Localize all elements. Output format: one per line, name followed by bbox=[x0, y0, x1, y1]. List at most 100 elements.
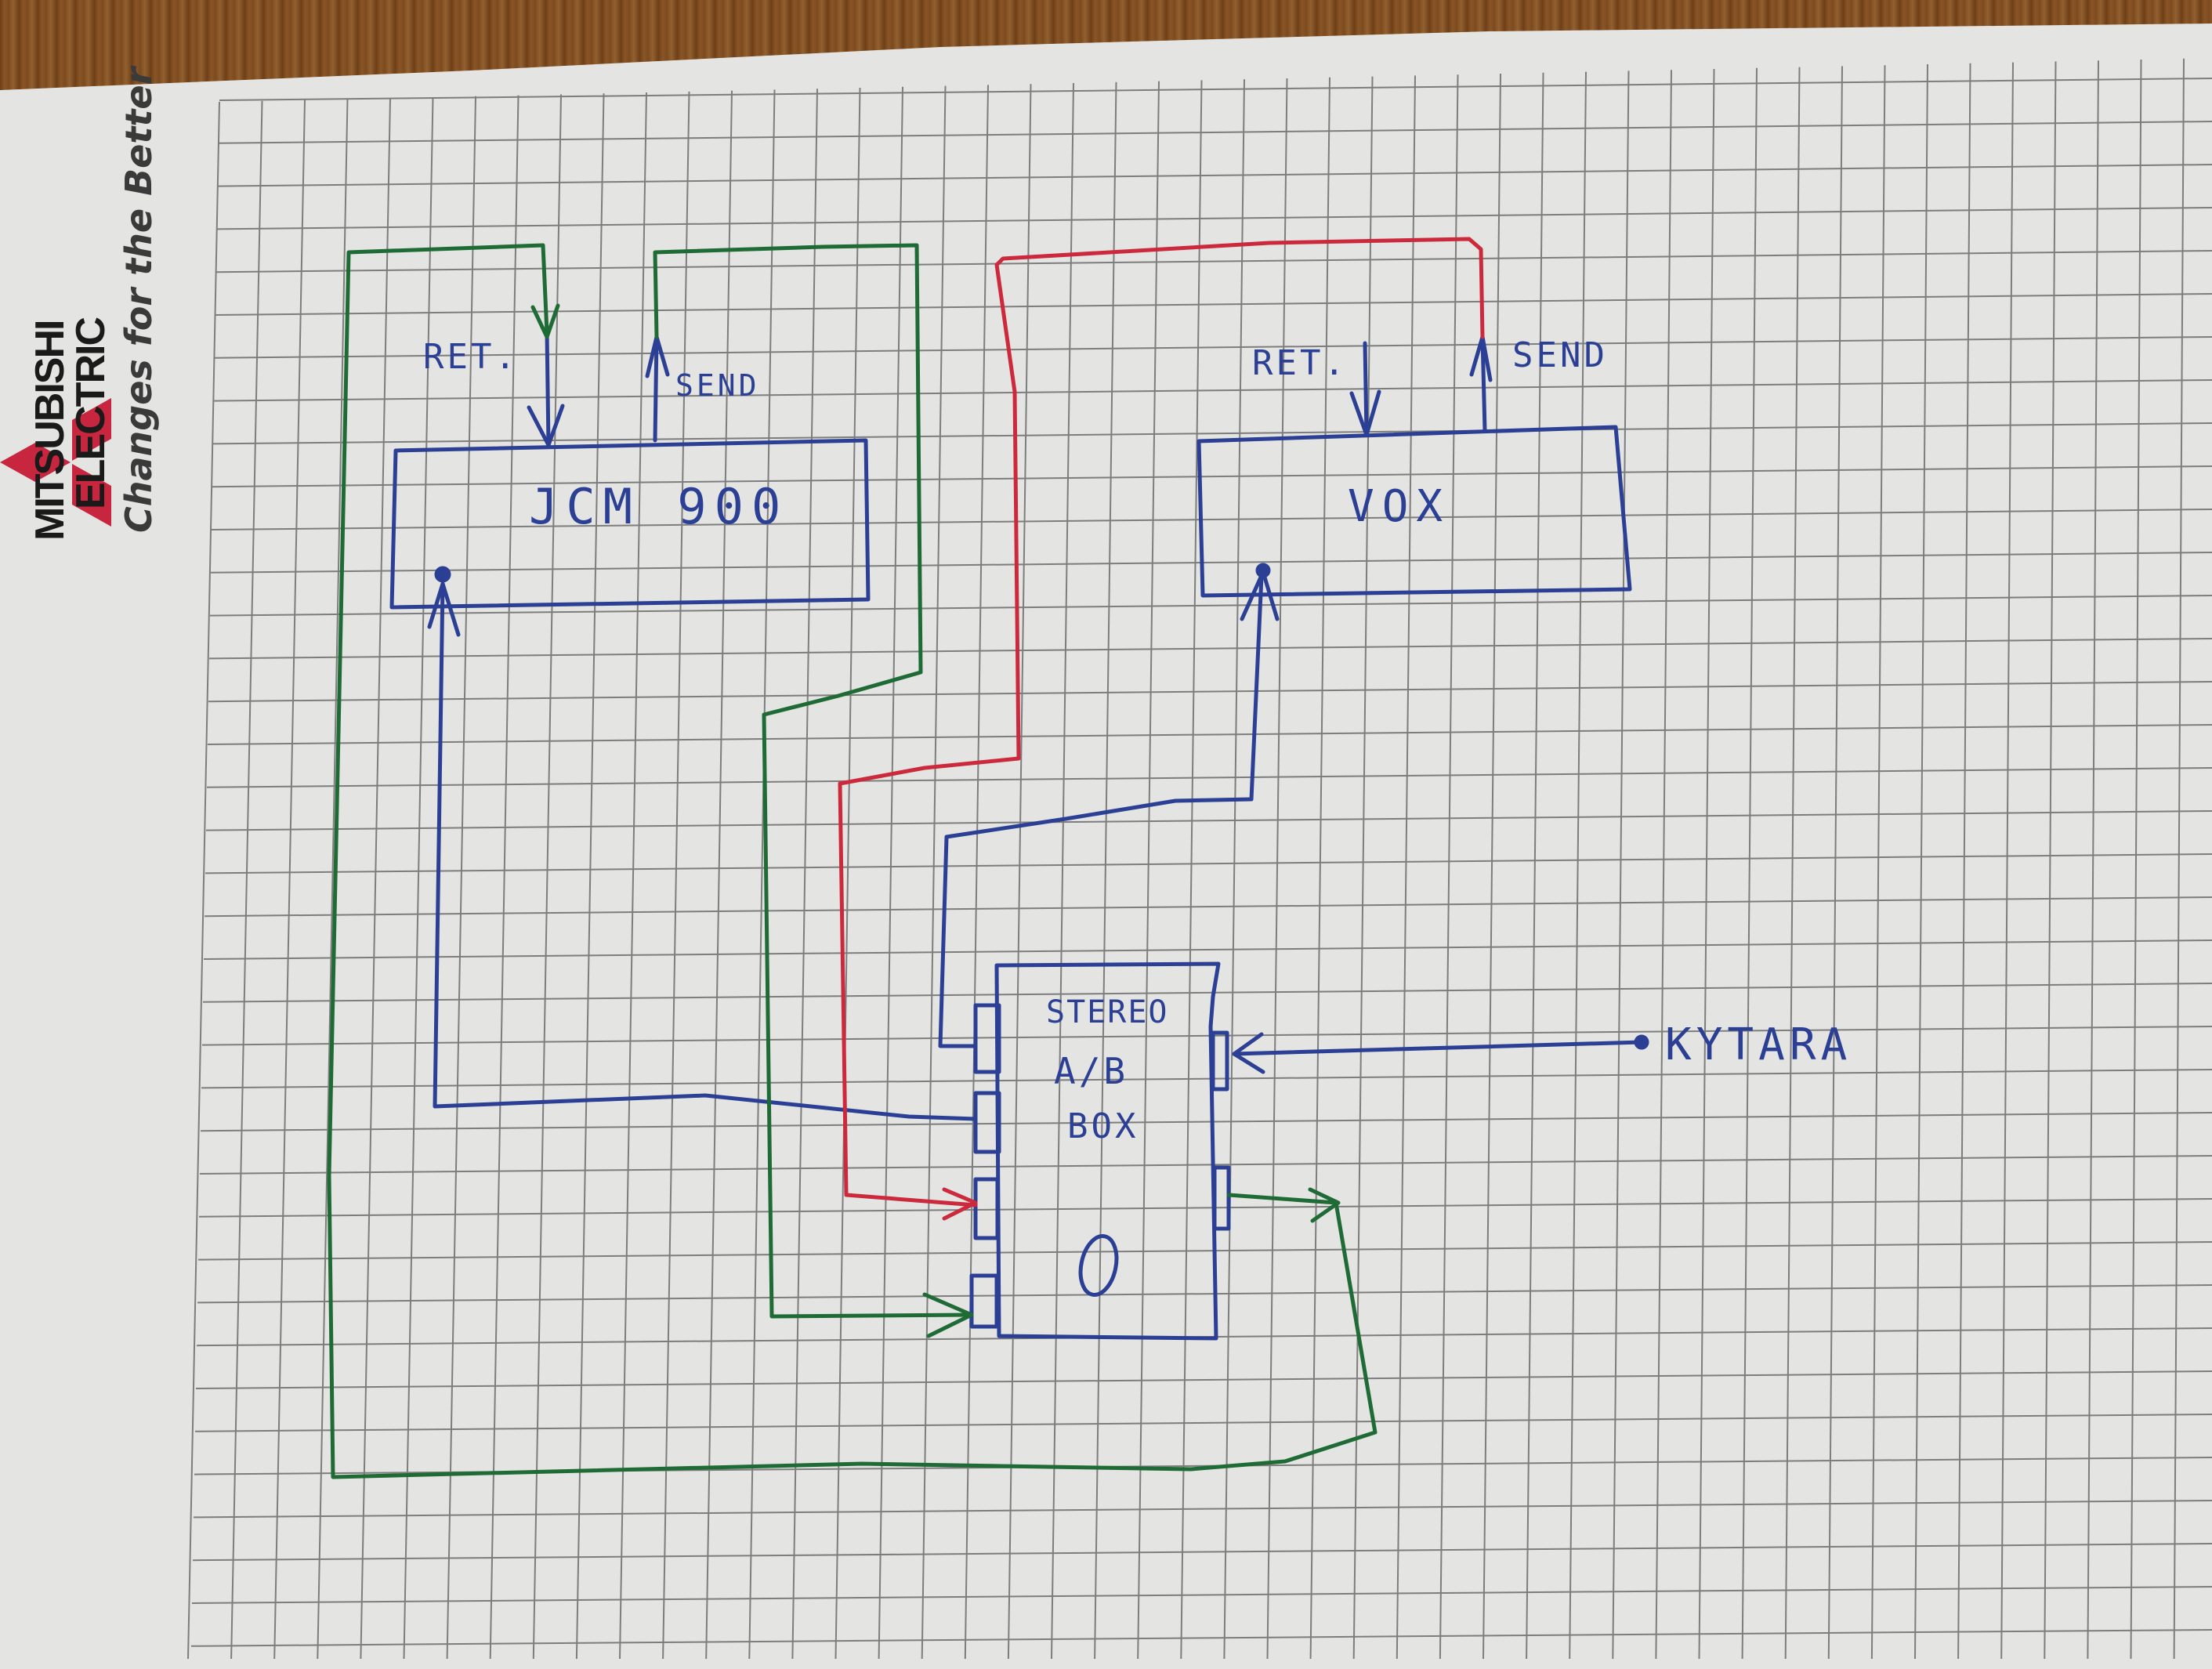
ab-return-b-arrow-icon bbox=[922, 1292, 974, 1338]
grid-line-horizontal bbox=[198, 1198, 2212, 1218]
grid-line-vertical bbox=[2000, 62, 2014, 1659]
grid-line-vertical bbox=[2173, 58, 2185, 1659]
grid-line-vertical bbox=[1094, 81, 1117, 1659]
ab-box-knob-icon bbox=[1078, 1234, 1119, 1297]
grid-line-vertical bbox=[2087, 60, 2099, 1659]
grid-line-horizontal bbox=[211, 509, 2212, 530]
grid-line-vertical bbox=[1655, 70, 1672, 1659]
grid-line-vertical bbox=[1827, 66, 1843, 1659]
grid-line-horizontal bbox=[200, 1112, 2212, 1132]
jcm900-send-wire bbox=[653, 335, 659, 443]
grid-line-horizontal bbox=[205, 810, 2212, 831]
ab-box-jack-input bbox=[1211, 1030, 1229, 1092]
vox-input-dot bbox=[1255, 563, 1271, 578]
diamond-top bbox=[72, 398, 111, 461]
grid-line-horizontal bbox=[193, 1500, 2212, 1519]
grid-line-vertical bbox=[1569, 71, 1587, 1659]
wire-ab-loop-to-jcm900-return bbox=[327, 243, 1378, 1479]
jcm900-send-label: SEND bbox=[675, 368, 760, 403]
grid-line-horizontal bbox=[197, 1241, 2212, 1261]
grid-line-vertical bbox=[230, 100, 263, 1659]
ab-box-jack-loop-out bbox=[1212, 1165, 1231, 1231]
jcm900-box bbox=[389, 438, 871, 610]
grid-lines bbox=[187, 58, 2212, 1659]
grid-line-horizontal bbox=[208, 638, 2212, 660]
jcm900-send-cable bbox=[653, 243, 974, 1319]
grid-line-vertical bbox=[1396, 75, 1416, 1659]
grid-line-vertical bbox=[2130, 59, 2142, 1659]
grid-line-vertical bbox=[834, 87, 861, 1659]
ab-return-a-arrow-icon bbox=[942, 1187, 978, 1221]
grid-line-vertical bbox=[1698, 68, 1715, 1659]
jcm900-input-dot bbox=[434, 566, 451, 583]
grid-line-vertical bbox=[705, 90, 733, 1659]
grid-line-vertical bbox=[791, 89, 818, 1659]
grid-line-horizontal bbox=[217, 164, 2212, 187]
guitar-cable bbox=[1232, 1040, 1644, 1056]
diamond-bottom bbox=[72, 464, 111, 527]
grid-line-vertical bbox=[1309, 77, 1330, 1659]
jcm900-input-arrow-icon bbox=[427, 581, 461, 637]
guitar-label: KYTARA bbox=[1665, 1019, 1852, 1070]
grid-line-vertical bbox=[1741, 67, 1758, 1659]
grid-line-horizontal bbox=[191, 1586, 2212, 1604]
vox-box bbox=[1197, 425, 1632, 598]
vox-send-wire bbox=[1480, 335, 1487, 433]
ab-box-label-line3: BOX bbox=[1067, 1106, 1139, 1146]
grid-line-horizontal bbox=[219, 78, 2212, 101]
grid-line-vertical bbox=[1784, 67, 1801, 1659]
wire-guitar-to-ab bbox=[1232, 1032, 1649, 1074]
grid-line-vertical bbox=[1612, 71, 1630, 1659]
jcm900-ret-label: RET. bbox=[423, 337, 519, 377]
grid-line-vertical bbox=[748, 89, 776, 1659]
vox-send-arrow-icon bbox=[1469, 335, 1493, 382]
jcm900-label: JCM 900 bbox=[529, 478, 788, 535]
grid-line-horizontal bbox=[205, 853, 2212, 874]
grid-line-horizontal bbox=[199, 1155, 2212, 1175]
grid-line-vertical bbox=[1051, 82, 1074, 1659]
grid-line-horizontal bbox=[202, 983, 2212, 1003]
mitsubishi-logo: MITSUBISHI ELECTRIC Changes for the Bett… bbox=[0, 67, 188, 541]
jcm900-return-green-arrow-icon bbox=[530, 303, 560, 339]
grid-line-vertical bbox=[878, 86, 903, 1659]
grid-line-horizontal bbox=[210, 552, 2212, 574]
ab-box-jack-out-a bbox=[973, 1003, 1001, 1074]
grid-line-horizontal bbox=[215, 293, 2212, 316]
grid-line-horizontal bbox=[197, 1284, 2212, 1304]
grid-line-horizontal bbox=[216, 207, 2212, 230]
grid-line-horizontal bbox=[218, 121, 2212, 144]
wire-ab-to-jcm900 bbox=[427, 566, 978, 1121]
grid-line-vertical bbox=[1526, 72, 1544, 1659]
diamond-left bbox=[0, 443, 71, 482]
grid-line-horizontal bbox=[190, 1629, 2212, 1647]
grid-line-horizontal bbox=[208, 681, 2212, 703]
grid-line-vertical bbox=[575, 93, 605, 1659]
grid-line-vertical bbox=[921, 85, 947, 1659]
grid-line-horizontal bbox=[206, 767, 2212, 788]
ab-box-jack-return-b bbox=[969, 1273, 999, 1329]
grid-line-horizontal bbox=[215, 250, 2212, 273]
grid-line-vertical bbox=[1352, 76, 1374, 1659]
grid-line-vertical bbox=[187, 101, 220, 1659]
ab-box-label-line1: STEREO bbox=[1046, 994, 1169, 1030]
grid-line-horizontal bbox=[195, 1370, 2212, 1389]
grid-line-vertical bbox=[1914, 63, 1928, 1659]
grid-line-vertical bbox=[273, 100, 306, 1659]
jcm900-input-cable bbox=[433, 581, 978, 1121]
loop-out-arrow-icon bbox=[1308, 1187, 1341, 1223]
grid-line-vertical bbox=[489, 95, 520, 1659]
grid-line-vertical bbox=[403, 96, 434, 1659]
grid-line-vertical bbox=[1223, 79, 1245, 1659]
vox-return-arrow-icon bbox=[1349, 389, 1381, 437]
grid-line-horizontal bbox=[212, 465, 2212, 488]
grid-line-vertical bbox=[1137, 81, 1160, 1659]
vox-input-cable bbox=[938, 574, 1264, 1048]
grid-line-horizontal bbox=[203, 939, 2212, 960]
grid-line-horizontal bbox=[201, 1069, 2212, 1089]
grid-line-horizontal bbox=[201, 1026, 2212, 1046]
grid-line-vertical bbox=[2044, 61, 2057, 1659]
grid-line-horizontal bbox=[204, 896, 2212, 918]
vox-send-label: SEND bbox=[1512, 335, 1608, 375]
grid-line-vertical bbox=[964, 85, 989, 1659]
grid-line-horizontal bbox=[194, 1414, 2212, 1432]
